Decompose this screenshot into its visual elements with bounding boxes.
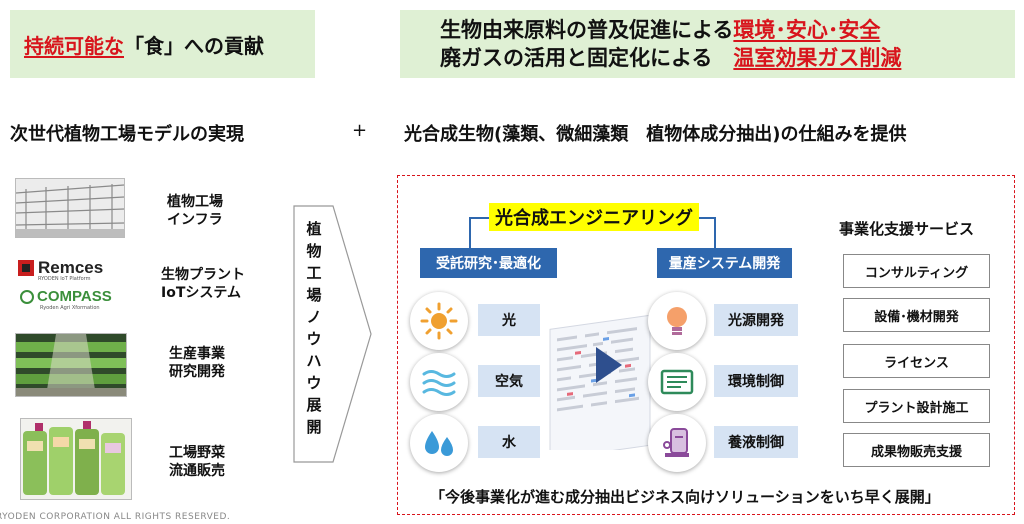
arrow-char-10: 開 (306, 418, 322, 436)
light-bulb-icon (648, 292, 706, 350)
left-section-title: 次世代植物工場モデルの実現 (10, 124, 244, 145)
arrow-char-2: 物 (306, 242, 322, 260)
arrow-char-1: 植 (306, 220, 322, 238)
left-item-1: 植物工場 インフラ (167, 193, 223, 229)
solution-container (397, 175, 1015, 515)
arrow-char-5: ノ (306, 308, 322, 326)
arrow-char-9: 展 (306, 396, 322, 414)
col-left-header: 受託研究･最適化 (420, 248, 557, 278)
remces-logo: Remces RYODEN IoT Platform (18, 258, 128, 282)
label-light-source: 光源開発 (714, 304, 798, 336)
service-equipment: 設備･機材開発 (843, 298, 990, 332)
factory-infra-image (15, 178, 125, 238)
bottom-statement: 「今後事業化が進む成分抽出ビジネス向けソリューションをいち早く展開」 (430, 488, 940, 506)
services-title: 事業化支援サービス (839, 220, 975, 238)
header-left-box: 持続可能な 「食」への貢献 (10, 10, 315, 78)
left-item-4-line1: 工場野菜 (169, 445, 225, 461)
header-left-accent: 持続可能な (24, 33, 124, 58)
arrow-char-3: 工 (306, 264, 322, 282)
data-visual (545, 300, 655, 460)
left-item-2: 生物プラント IoTシステム (161, 266, 245, 302)
col-right-header: 量産システム開発 (657, 248, 792, 278)
compass-logo-sub: Ryoden Agri Xformation (40, 305, 100, 311)
service-license: ライセンス (843, 344, 990, 378)
header-right-line2-accent: 温室効果ガス削減 (733, 46, 902, 70)
nutrient-control-icon (648, 414, 706, 472)
left-item-4-line2: 流通販売 (169, 463, 225, 479)
left-item-3-line1: 生産事業 (169, 346, 225, 362)
left-item-1-line2: インフラ (167, 212, 223, 228)
label-nutrient-control: 養液制御 (714, 426, 798, 458)
left-item-1-line1: 植物工場 (167, 194, 223, 210)
play-arrow-icon (596, 347, 622, 383)
label-air: 空気 (478, 365, 540, 397)
arrow-char-4: 場 (306, 286, 322, 304)
header-left-text: 「食」への貢献 (124, 33, 264, 58)
remces-logo-sub: RYODEN IoT Platform (38, 276, 91, 282)
header-right-line1-accent: 環境･安心･安全 (733, 18, 881, 42)
knowhow-arrow (293, 205, 372, 463)
remces-logo-text: Remces (38, 258, 104, 277)
left-item-3-line2: 研究開発 (169, 364, 225, 380)
plus-sign: + (352, 120, 368, 141)
arrow-char-7: ハ (306, 352, 322, 370)
left-item-3: 生産事業 研究開発 (169, 345, 225, 381)
copyright: RYODEN CORPORATION ALL RIGHTS RESERVED. (0, 512, 231, 522)
sun-icon (410, 292, 468, 350)
left-item-4: 工場野菜 流通販売 (169, 444, 225, 480)
knowhow-arrow-text: 植 物 工 場 ノ ウ ハ ウ 展 開 (304, 218, 324, 438)
compass-logo: COMPASS Ryoden Agri Xformation (20, 288, 130, 314)
label-water: 水 (478, 426, 540, 458)
arrow-char-6: ウ (306, 330, 322, 348)
compass-logo-text: COMPASS (37, 288, 112, 305)
arrow-char-8: ウ (306, 374, 322, 392)
service-product-sales: 成果物販売支援 (843, 433, 990, 467)
header-right-line1: 生物由来原料の普及促進による (440, 18, 734, 42)
left-item-2-line1: 生物プラント (161, 267, 245, 283)
left-item-2-line2: IoTシステム (161, 285, 241, 301)
service-plant-design: プラント設計施工 (843, 389, 990, 423)
label-environment-control: 環境制御 (714, 365, 798, 397)
environment-control-icon (648, 353, 706, 411)
engineering-title: 光合成エンジニアリング (489, 203, 699, 231)
vegetables-image (20, 418, 132, 500)
research-image (15, 333, 127, 397)
air-icon (410, 353, 468, 411)
header-right-box: 生物由来原料の普及促進による環境･安心･安全 廃ガスの活用と固定化による 温室効… (400, 10, 1015, 78)
right-section-title: 光合成生物(藻類、微細藻類 植物体成分抽出)の仕組みを提供 (404, 124, 907, 145)
label-light: 光 (478, 304, 540, 336)
header-right-line2: 廃ガスの活用と固定化による (440, 46, 713, 70)
water-icon (410, 414, 468, 472)
service-consulting: コンサルティング (843, 254, 990, 288)
